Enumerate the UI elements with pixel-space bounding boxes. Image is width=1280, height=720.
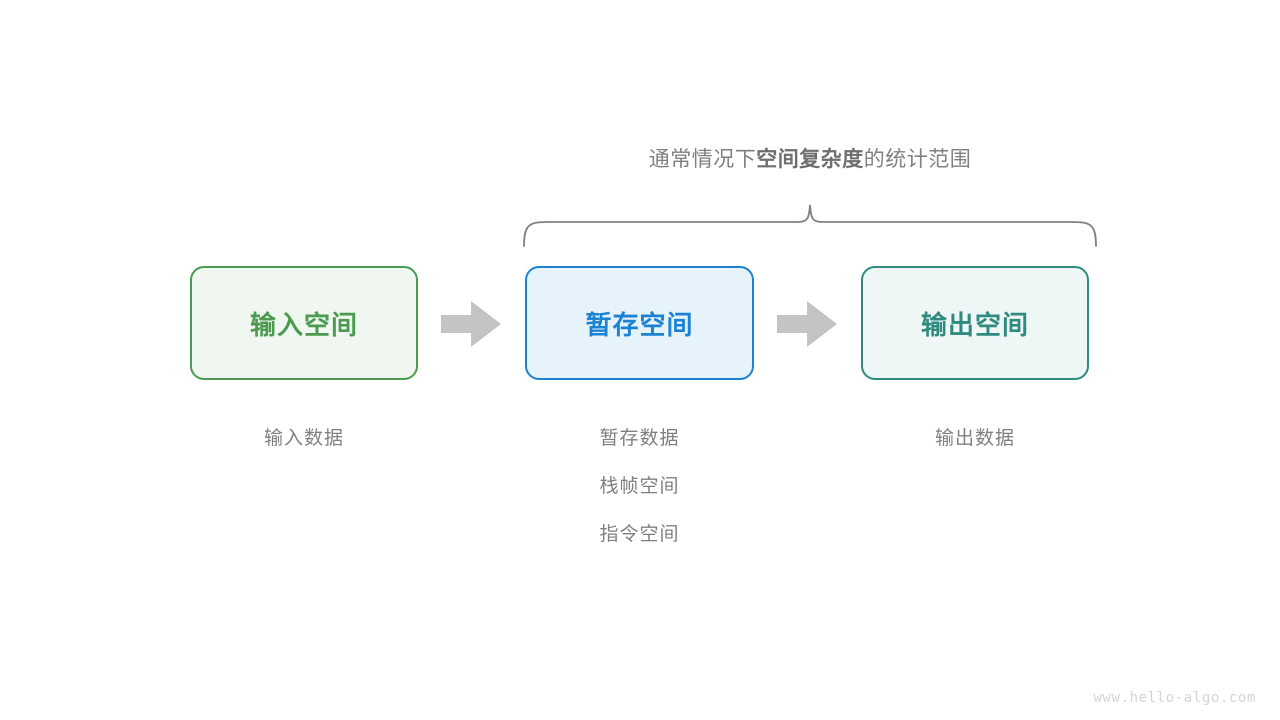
- stage-label: 栈帧空间: [599, 476, 680, 497]
- stage-box-input: 输入空间: [190, 266, 418, 380]
- arrow-right-icon: [441, 301, 501, 347]
- stage-box-buffer-title: 暂存空间: [585, 309, 694, 340]
- caption-tail: 的统计范围: [863, 148, 972, 171]
- caption-emphasis: 空间复杂度: [756, 148, 864, 171]
- stage-labels-buffer: 暂存数据 栈帧空间 指令空间: [525, 415, 754, 559]
- stage-box-buffer: 暂存空间: [525, 266, 754, 380]
- stage-label: 暂存数据: [599, 428, 680, 449]
- watermark: www.hello-algo.com: [1093, 690, 1256, 706]
- stage-labels-input: 输入数据: [190, 415, 418, 463]
- scope-caption: 通常情况下空间复杂度的统计范围: [0, 145, 1280, 175]
- stage-box-input-title: 输入空间: [249, 309, 358, 340]
- arrow-right-icon: [777, 301, 837, 347]
- caption-lead: 通常情况下: [648, 148, 757, 171]
- stage-box-output: 输出空间: [861, 266, 1089, 380]
- stage-box-output-title: 输出空间: [920, 309, 1029, 340]
- stage-label: 输出数据: [934, 428, 1015, 449]
- stage-labels-output: 输出数据: [861, 415, 1089, 463]
- stage-label: 指令空间: [599, 524, 680, 545]
- scope-brace: [515, 196, 1101, 252]
- stage-label: 输入数据: [263, 428, 344, 449]
